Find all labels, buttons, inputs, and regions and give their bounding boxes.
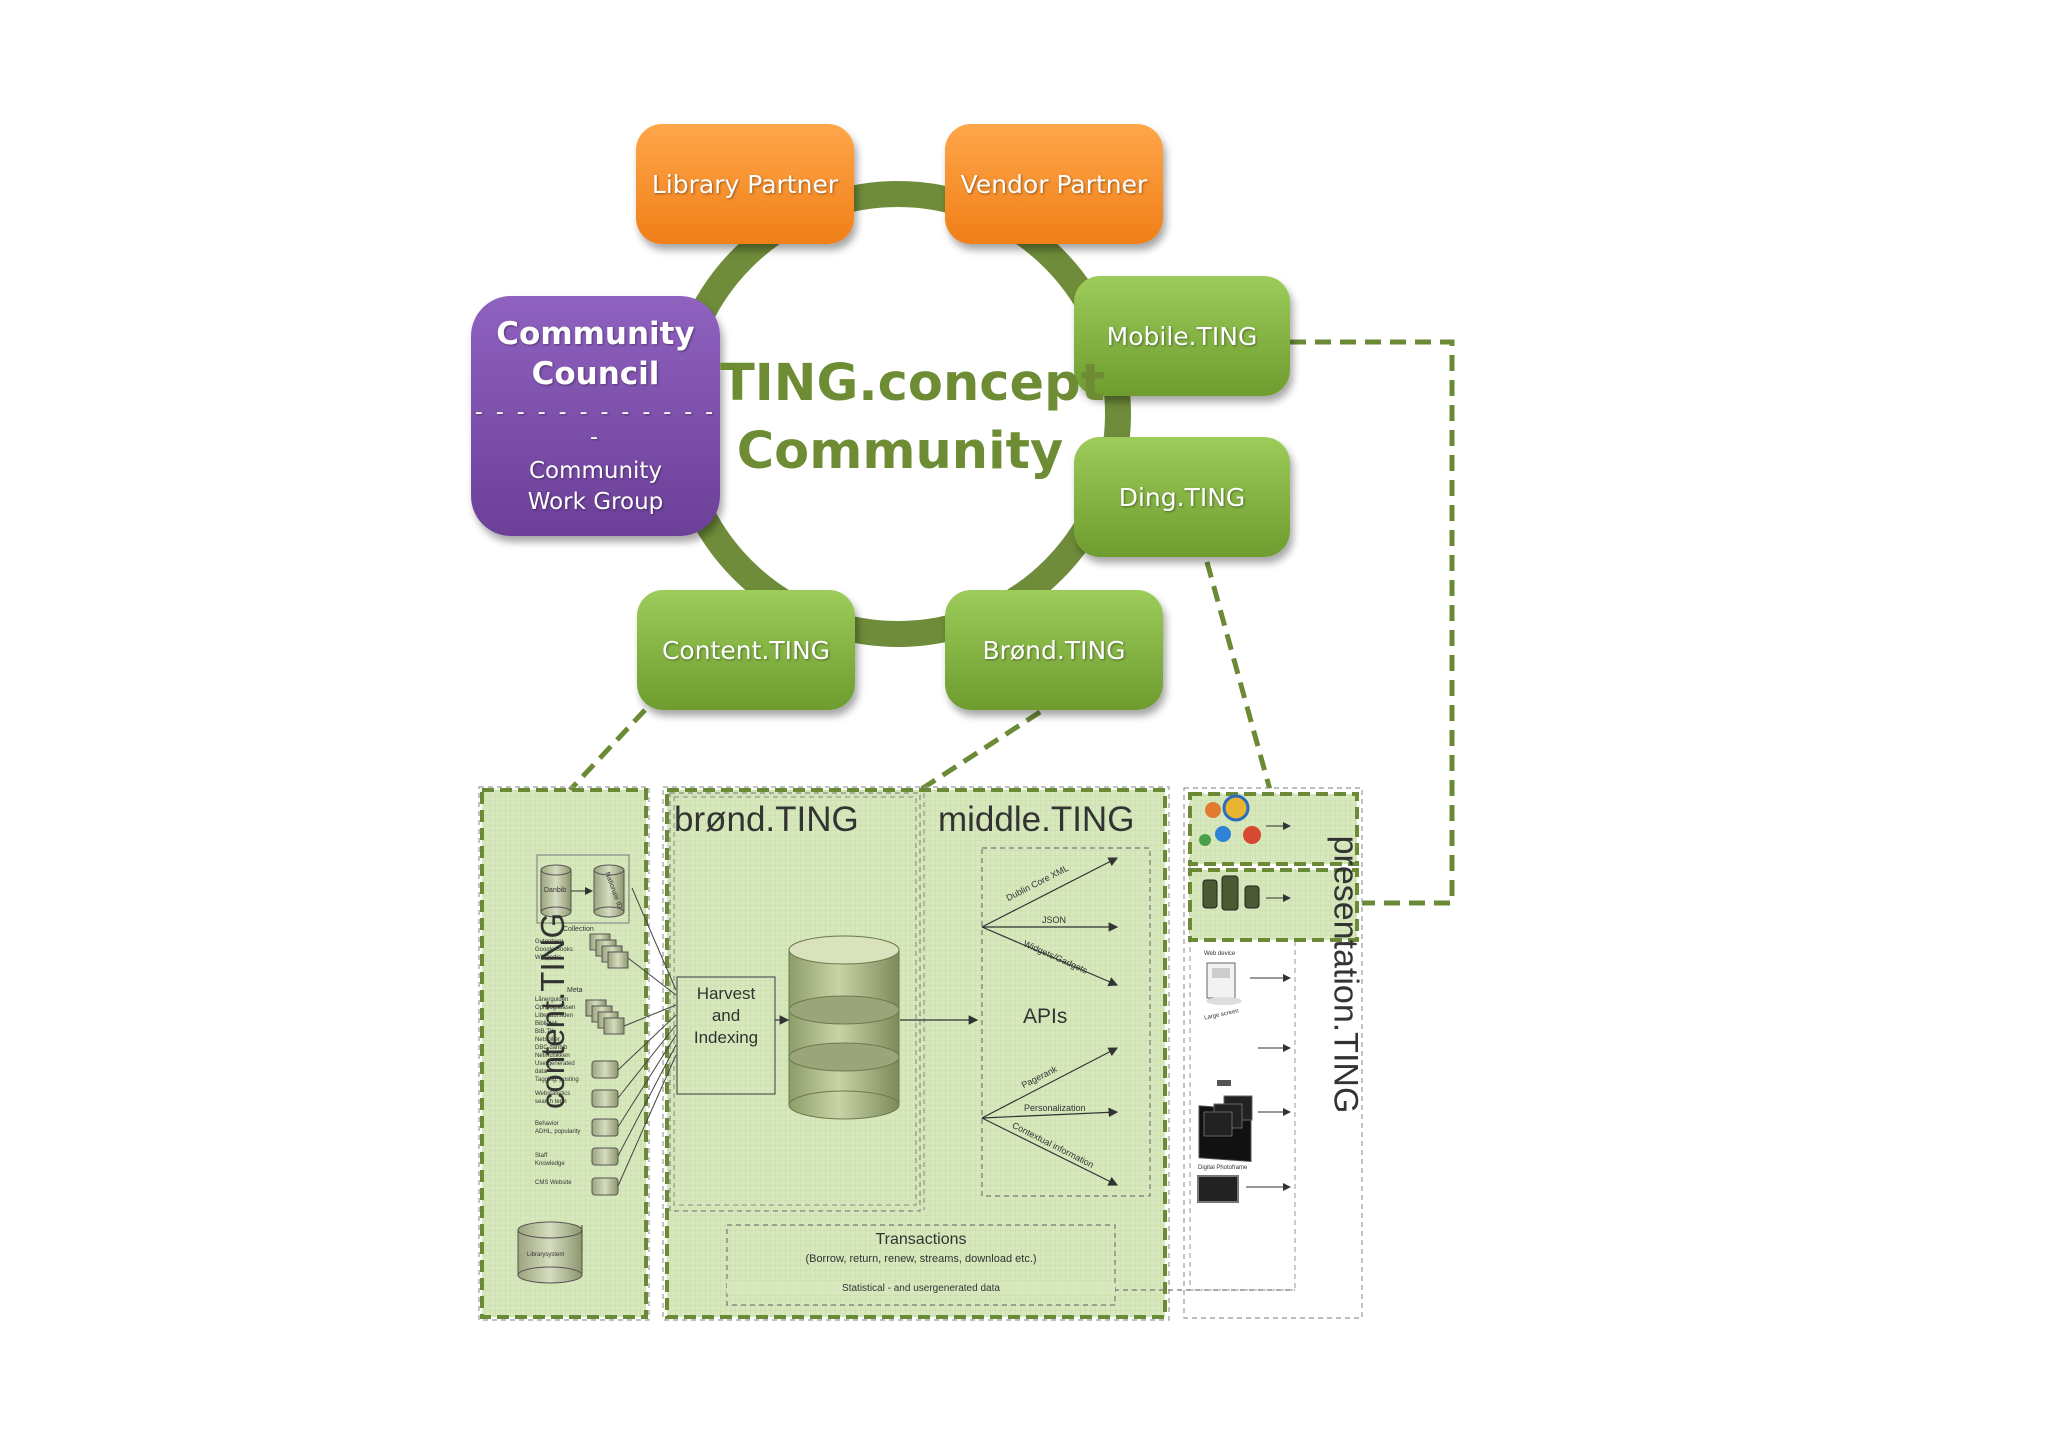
harvest-line: Indexing xyxy=(693,1028,759,1047)
collection-source: Wikipedia xyxy=(535,955,562,961)
cms-website-label: CMS Website xyxy=(535,1180,572,1186)
ding-to-presentation-connector xyxy=(1204,561,1273,791)
librarysystem-db-icon xyxy=(517,1221,583,1284)
behavior-line: ADHL, popularity xyxy=(535,1129,581,1135)
transactions-title: Transactions xyxy=(875,1231,967,1248)
ding-ting-label: Ding.TING xyxy=(1118,482,1246,512)
nationale-db-icon xyxy=(593,864,625,918)
brond-to-panel-connector xyxy=(918,709,1042,793)
harvest-box xyxy=(676,976,776,1095)
monitors-icon xyxy=(1203,1095,1253,1137)
apis-box xyxy=(981,847,1151,1197)
staff-label: Staff Knowledge xyxy=(535,1152,565,1168)
web-device-icon xyxy=(1206,962,1242,1005)
council-title-line2: Council xyxy=(531,356,660,392)
usergenerated-line: Usergenerated xyxy=(535,1061,575,1067)
vendor-partner-box: Vendor Partner xyxy=(945,124,1163,244)
meta-sources: Lånerguiden Ophvogsbasen Litteratursiden… xyxy=(535,996,575,1060)
council-title-line1: Community xyxy=(496,316,695,352)
mobile-to-presentation-connector xyxy=(1290,339,1455,906)
usergenerated-line: Tagging, posting xyxy=(535,1077,579,1083)
brond-ting-label: Brønd.TING xyxy=(982,635,1126,665)
mobile-ting-label: Mobile.TING xyxy=(1106,321,1258,351)
photoframe-icon xyxy=(1197,1175,1239,1203)
collection-stack-icon xyxy=(589,933,629,969)
mobile-phone-icons xyxy=(1202,875,1260,911)
work-group-line2: Work Group xyxy=(527,489,664,515)
statistical-data-label: Statistical - and usergenerated data xyxy=(727,1283,1115,1294)
main-database-icon xyxy=(788,935,900,1120)
content-ting-label: Content.TING xyxy=(661,635,831,665)
collection-sources: Gutenberg Google Books Wikipedia xyxy=(535,938,573,962)
collection-label: Collection xyxy=(563,926,594,933)
council-separator: - - - - - - - - - - - - - xyxy=(474,400,717,450)
usergenerated-line: data xyxy=(535,1069,547,1075)
ding-ting-box: Ding.TING xyxy=(1074,437,1290,557)
webstatistics-line: search term xyxy=(535,1099,567,1105)
meta-source: Netmusikken xyxy=(535,1053,570,1059)
connector-lines xyxy=(568,339,1455,906)
staff-line: Knowledge xyxy=(535,1161,565,1167)
behavior-label: Behavior ADHL, popularity xyxy=(535,1120,580,1136)
presentation-devices xyxy=(1197,794,1291,1203)
transactions-box xyxy=(726,1224,1116,1306)
brond-ting-title: brønd.TING xyxy=(674,800,859,839)
meta-source: Lånerguiden xyxy=(535,997,569,1003)
meta-source: BIB.TK xyxy=(535,1029,555,1035)
api-arrow-label: Personalization xyxy=(1024,1103,1086,1113)
transactions-detail: (Borrow, return, renew, streams, downloa… xyxy=(805,1253,1037,1265)
web-device-label: Web device xyxy=(1204,951,1236,957)
meta-source: Netspiller xyxy=(535,1037,561,1043)
danbib-label: Danbib xyxy=(544,887,567,894)
content-to-harvest-lines xyxy=(581,887,677,1252)
mobile-ting-box: Mobile.TING xyxy=(1074,276,1290,396)
harvest-line: Harvest xyxy=(696,984,756,1003)
meta-source: Litteratursiden xyxy=(535,1013,574,1019)
community-council-box: Community Council - - - - - - - - - - - … xyxy=(471,296,720,536)
meta-source: Ophvogsbasen xyxy=(535,1005,576,1011)
api-arrows xyxy=(981,857,1119,1186)
meta-source: Bibliotek xyxy=(535,1021,558,1027)
center-title-line1: TING.concept xyxy=(720,354,1105,413)
behavior-line: Behavior xyxy=(535,1121,559,1127)
collection-source: Google Books xyxy=(535,947,573,953)
harvest-label: Harvest and Indexing xyxy=(677,983,775,1049)
content-ting-box: Content.TING xyxy=(637,590,855,710)
meta-stack-icon xyxy=(585,999,625,1035)
center-title: TING.concept Community xyxy=(720,350,1105,486)
center-title-line2: Community xyxy=(736,422,1064,481)
webstatistics-label: Webstatistics search term xyxy=(535,1090,570,1106)
danbib-db-icon xyxy=(540,864,572,918)
browser-icons xyxy=(1199,794,1261,846)
work-group-line1: Community xyxy=(528,458,663,484)
presentation-ting-title: presentation.TING xyxy=(1326,835,1365,1114)
meta-label: Meta xyxy=(567,987,583,994)
middle-ting-title: middle.TING xyxy=(938,800,1135,839)
content-sources xyxy=(517,854,630,1284)
api-arrow-label: JSON xyxy=(1042,915,1067,925)
content-to-panel-connector xyxy=(568,708,647,792)
harvest-line: and xyxy=(711,1006,741,1025)
usergenerated-label: Usergenerated data Tagging, posting xyxy=(535,1060,579,1084)
webstatistics-line: Webstatistics xyxy=(535,1091,571,1097)
collection-source: Gutenberg xyxy=(535,939,564,945)
apis-label: APIs xyxy=(1023,1005,1068,1028)
library-partner-box: Library Partner xyxy=(636,124,854,244)
brond-ting-box: Brønd.TING xyxy=(945,590,1163,710)
staff-line: Staff xyxy=(535,1153,548,1159)
library-partner-label: Library Partner xyxy=(651,169,839,199)
librarysystem-label: Librarysystem xyxy=(527,1252,565,1258)
meta-source: DBC danbib xyxy=(535,1045,568,1051)
digital-photoframe-label: Digital Photoframe xyxy=(1198,1165,1248,1171)
source-cylinder-icons xyxy=(591,1060,619,1196)
vendor-partner-label: Vendor Partner xyxy=(960,169,1148,199)
